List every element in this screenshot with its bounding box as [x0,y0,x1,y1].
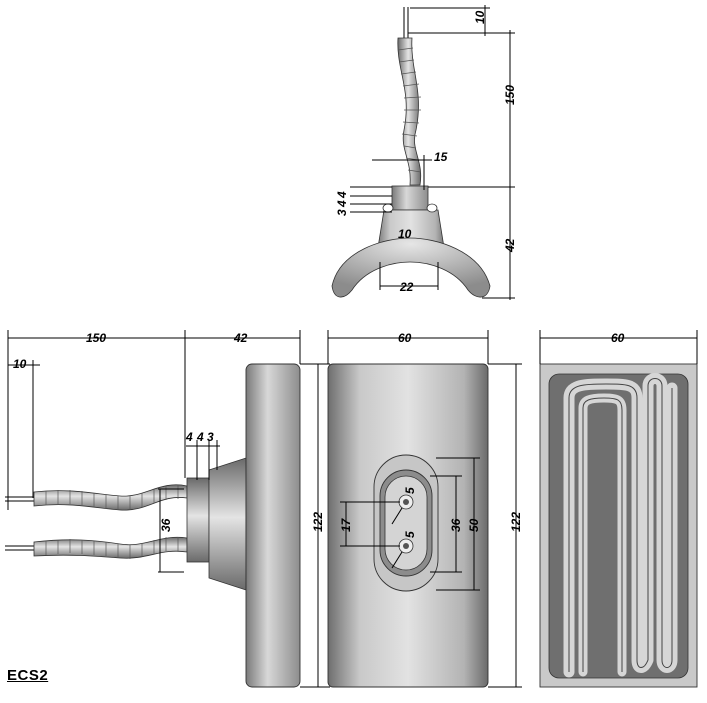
front-dim-inner-label: 36 [449,518,463,532]
back-view: 60 [539,330,698,688]
front-dim-width-label: 60 [398,331,412,345]
side-collar [186,477,210,563]
top-collar [391,185,429,211]
side-lead-rings [45,485,179,559]
side-body [245,363,301,688]
side-dim-lead-spacing: 36 [159,518,173,532]
top-dim-slot: 10 [398,227,412,241]
front-screw-leader [391,507,403,525]
front-dim-outer-label: 50 [467,518,481,532]
top-view: 10 150 42 15 3 4 4 10 22 [331,5,517,300]
side-dim-height: 122 [311,512,325,532]
front-view: 60 17 36 50 5 5 122 [327,330,523,688]
side-neck [208,457,247,591]
top-dim-step-3: 4 [335,191,349,199]
back-heating-coil-outline [568,378,673,672]
side-dim-lead-length: 150 [86,331,106,345]
top-dim-offset: 15 [434,150,448,164]
side-dim-step-2: 4 [196,430,204,444]
top-slot-left [382,203,394,213]
side-view: 150 42 10 4 4 3 36 122 [5,330,330,688]
top-lead-rings [397,47,422,173]
top-dim-step-1: 3 [335,209,349,216]
front-terminal-upper-hole [403,499,409,505]
front-screw-label-lower: 5 [403,531,417,538]
back-dim-width-label: 60 [611,331,625,345]
back-heating-coil-inner-outline [582,397,623,672]
side-dim-step-3: 3 [207,430,214,444]
top-dim-step-2: 4 [335,200,349,208]
front-dim-height-label: 122 [509,512,523,532]
side-dim-body-depth: 42 [233,331,248,345]
model-label: ECS2 [7,667,49,684]
front-terminal-lower-hole [403,543,409,549]
top-dim-body-height: 42 [503,238,517,253]
top-slot-right [426,203,438,213]
side-dim-stub: 10 [13,357,27,371]
side-lead-sleeve-lower [33,536,188,559]
top-dim-base-width: 22 [399,280,414,294]
top-dim-stub: 10 [473,10,487,24]
front-dim-pitch-label: 17 [339,517,353,532]
side-dim-step-1: 4 [185,430,193,444]
front-screw-leader [391,551,403,569]
top-lead-sleeve [397,37,422,186]
top-arc-base [331,237,491,298]
top-dim-lead-length: 150 [503,85,517,105]
front-screw-label-upper: 5 [403,487,417,494]
